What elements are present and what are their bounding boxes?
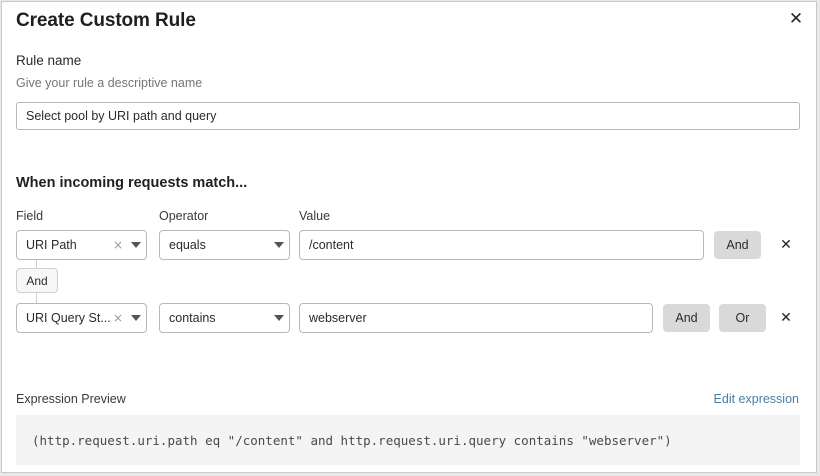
conditions-heading: When incoming requests match... xyxy=(16,175,248,191)
value-input[interactable] xyxy=(299,303,653,333)
rule-name-label: Rule name xyxy=(16,53,82,68)
connector-line-top xyxy=(36,260,37,269)
condition-row: URI Query St... × contains And Or ✕ xyxy=(2,303,816,333)
column-header-operator: Operator xyxy=(159,209,209,223)
delete-row-icon[interactable]: ✕ xyxy=(780,237,792,253)
operator-select-value: contains xyxy=(169,311,216,325)
operator-select[interactable]: equals xyxy=(159,230,290,260)
edit-expression-link[interactable]: Edit expression xyxy=(713,392,799,406)
close-icon[interactable]: ✕ xyxy=(788,8,804,29)
field-select-value: URI Query St... xyxy=(26,311,110,325)
or-button[interactable]: Or xyxy=(719,304,766,332)
field-select-value: URI Path xyxy=(26,238,77,252)
expression-preview-label: Expression Preview xyxy=(16,392,126,406)
and-button[interactable]: And xyxy=(663,304,710,332)
chevron-down-icon[interactable] xyxy=(269,315,289,321)
rule-name-description: Give your rule a descriptive name xyxy=(16,76,203,90)
clear-icon[interactable]: × xyxy=(112,238,123,252)
field-select[interactable]: URI Query St... × xyxy=(16,303,147,333)
and-button[interactable]: And xyxy=(714,231,761,259)
operator-select-value: equals xyxy=(169,238,206,252)
chevron-down-icon[interactable] xyxy=(269,242,289,248)
field-select[interactable]: URI Path × xyxy=(16,230,147,260)
delete-row-icon[interactable]: ✕ xyxy=(780,310,792,326)
connector-line-bottom xyxy=(36,292,37,303)
column-header-field: Field xyxy=(16,209,44,223)
rule-name-input[interactable] xyxy=(16,102,800,130)
value-input[interactable] xyxy=(299,230,704,260)
expression-preview-text: (http.request.uri.path eq "/content" and… xyxy=(32,432,672,448)
operator-select[interactable]: contains xyxy=(159,303,290,333)
page-title: Create Custom Rule xyxy=(16,10,196,31)
clear-icon[interactable]: × xyxy=(112,311,123,325)
chevron-down-icon[interactable] xyxy=(126,242,146,248)
chevron-down-icon[interactable] xyxy=(126,315,146,321)
expression-preview-box: (http.request.uri.path eq "/content" and… xyxy=(16,415,800,465)
column-header-value: Value xyxy=(299,209,331,223)
condition-row: URI Path × equals And ✕ xyxy=(2,230,816,260)
connector-and-badge[interactable]: And xyxy=(16,268,58,293)
